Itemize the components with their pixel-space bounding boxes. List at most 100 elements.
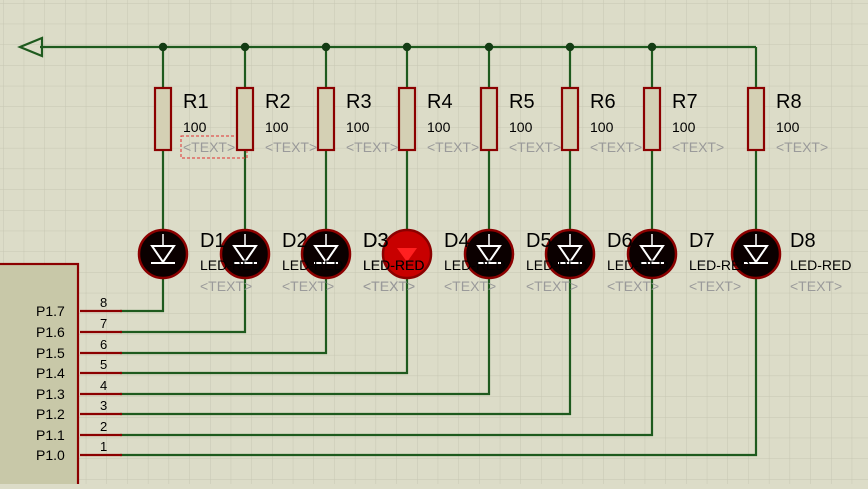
led-text-placeholder: <TEXT>	[200, 278, 252, 294]
chip-pin-name: P1.4	[36, 365, 65, 381]
led-diode-icon[interactable]	[626, 228, 678, 280]
led-diode-icon[interactable]	[300, 228, 352, 280]
led-ref-label: D3	[363, 230, 389, 252]
led-d8[interactable]	[730, 228, 782, 280]
resistor-text-placeholder: <TEXT>	[265, 139, 317, 155]
resistor-ref-label: R1	[183, 91, 209, 113]
chip-pin-p1-7[interactable]: P1.78	[36, 295, 122, 319]
led-d7[interactable]	[626, 228, 678, 280]
resistor-value-label: 100	[509, 119, 533, 135]
led-diode-icon[interactable]	[137, 228, 189, 280]
resistors-layer: R1100<TEXT>R2100<TEXT>R3100<TEXT>R4100<T…	[153, 86, 828, 159]
chip-pin-p1-6[interactable]: P1.67	[36, 316, 122, 340]
resistor-icon[interactable]	[235, 86, 255, 152]
wire-d6-to-pin[interactable]	[120, 278, 572, 416]
resistor-text-placeholder: <TEXT>	[776, 139, 828, 155]
resistor-icon[interactable]	[642, 86, 662, 152]
chip-pin-name: P1.0	[36, 447, 65, 463]
led-d5[interactable]	[463, 228, 515, 280]
led-d2[interactable]	[219, 228, 271, 280]
resistor-text-placeholder: <TEXT>	[346, 139, 398, 155]
led-text-placeholder: <TEXT>	[363, 278, 415, 294]
junction-dot	[647, 42, 657, 52]
chip-pin-p1-3[interactable]: P1.3 4	[36, 378, 122, 402]
wire-d8-to-pin[interactable]	[120, 278, 758, 457]
chip-body[interactable]	[0, 262, 80, 489]
led-value-label: LED-RED	[526, 257, 587, 273]
wire-d7-to-pin[interactable]	[120, 278, 654, 437]
wires-layer	[120, 42, 758, 457]
chip-pin-number: 4	[100, 378, 107, 393]
led-value-label: LED-RED	[607, 257, 668, 273]
resistor-text-placeholder: <TEXT>	[590, 139, 642, 155]
wire-d4-to-pin[interactable]	[120, 278, 409, 375]
resistor-icon[interactable]	[397, 86, 417, 152]
leds-layer	[137, 228, 782, 280]
resistor-icon[interactable]	[746, 86, 766, 152]
led-d4[interactable]	[381, 228, 433, 280]
led-value-label: LED-RED	[790, 257, 851, 273]
resistor-icon[interactable]	[560, 86, 580, 152]
wire-d1-to-pin[interactable]	[120, 278, 165, 313]
chip-pin-name: P1.3	[36, 386, 65, 402]
resistor-icon[interactable]	[316, 86, 336, 152]
chip-pin-number: 3	[100, 398, 107, 413]
wire-d3-to-pin[interactable]	[120, 278, 328, 355]
led-ref-label: D3	[363, 230, 389, 252]
resistor-r3[interactable]: R3 100 <TEXT>	[316, 86, 398, 155]
resistor-ref-label: R3	[346, 91, 372, 113]
wire-d2-to-pin[interactable]	[120, 278, 247, 334]
chip-pin-p1-2[interactable]: P1.2 3	[36, 398, 122, 422]
chip-pin-p1-0[interactable]: P1.01	[36, 439, 122, 463]
led-d6[interactable]	[544, 228, 596, 280]
chip-pin-name: P1.2	[36, 406, 65, 422]
led-lit-glyph	[397, 248, 417, 262]
chip-pin-name: P1.1	[36, 427, 65, 443]
resistor-icon[interactable]	[479, 86, 499, 152]
led-ref-label: D7	[689, 230, 715, 252]
chip-pin-p1-5[interactable]: P1.56	[36, 337, 122, 361]
led-d3[interactable]	[300, 228, 352, 280]
led-ref-label: D5	[526, 230, 552, 252]
resistor-text-placeholder: <TEXT>	[672, 139, 724, 155]
junction-dot	[321, 42, 331, 52]
resistor-icon[interactable]	[153, 86, 173, 152]
led-ref-label: D2	[282, 230, 308, 252]
chip-pin-p1-1[interactable]: P1.12	[36, 419, 122, 443]
wire-d5-to-pin[interactable]	[120, 278, 491, 396]
resistor-value-label: 100	[346, 119, 370, 135]
chip-pin-number: 7	[100, 316, 107, 331]
led-d1[interactable]	[137, 228, 189, 280]
resistor-value-label: 100	[265, 119, 289, 135]
led-ref-label: D1	[200, 230, 226, 252]
resistor-ref-label: R2	[265, 91, 291, 113]
chip-pin-p1-4[interactable]: P1.4 5	[36, 357, 122, 381]
chip-pin-number: 5	[100, 357, 107, 372]
led-diode-icon[interactable]	[730, 228, 782, 280]
led-value-label: LED-RED	[363, 257, 424, 273]
resistor-value-label: 100	[427, 119, 451, 135]
resistor-r2[interactable]: R2 100 <TEXT>	[235, 86, 317, 155]
junction-dot	[240, 42, 250, 52]
junction-dot	[158, 42, 168, 52]
resistor-text-placeholder: <TEXT>	[183, 139, 235, 155]
ground-power-arrow-icon[interactable]	[17, 36, 44, 58]
led-diode-icon[interactable]	[544, 228, 596, 280]
led-diode-icon[interactable]	[219, 228, 271, 280]
led-value-label: LED-RED	[282, 257, 343, 273]
led-diode-icon[interactable]	[463, 228, 515, 280]
resistor-text-placeholder: <TEXT>	[509, 139, 561, 155]
